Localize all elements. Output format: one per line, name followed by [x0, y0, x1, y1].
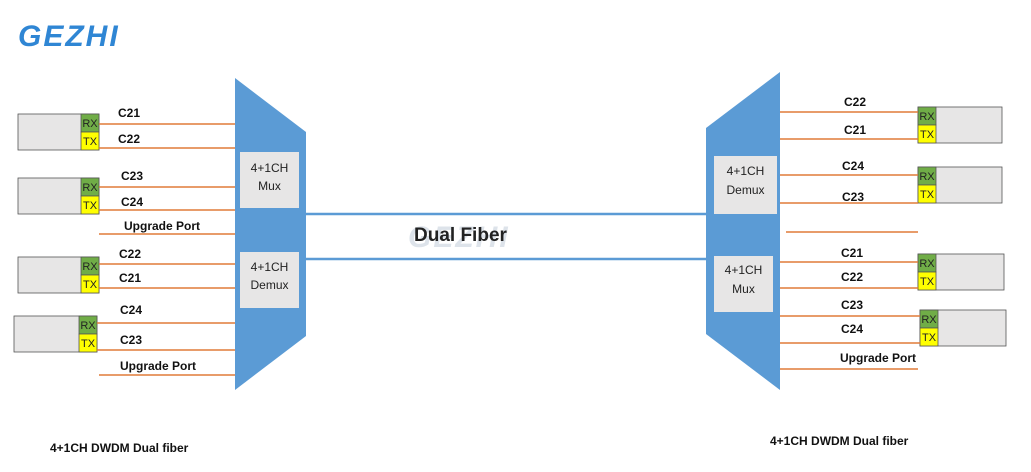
left-mux-box-line1: 4+1CH	[251, 161, 289, 175]
right-channel-1a: C22	[844, 95, 866, 109]
left-channel-3b: C21	[119, 271, 141, 285]
left-module-2-tx-label: TX	[83, 200, 98, 212]
right-mux-box	[714, 256, 773, 312]
right-module-1-rx-label: RX	[919, 111, 935, 123]
left-demux-box-line2: Demux	[250, 278, 288, 292]
right-module-2-rx-label: RX	[919, 171, 935, 183]
left-module-3-rx-label: RX	[82, 261, 98, 273]
right-demux-box	[714, 156, 777, 214]
right-mux-box-line1: 4+1CH	[725, 263, 763, 277]
right-module-1-tx-label: TX	[920, 129, 935, 141]
logo: GEZHI	[18, 20, 120, 53]
left-module-1-tx	[80, 131, 100, 151]
left-mux-box	[240, 152, 299, 208]
right-mux-device	[706, 72, 780, 390]
left-channel-1a: C21	[118, 106, 140, 120]
left-module-2-rx-label: RX	[82, 182, 98, 194]
left-channel-2b: C24	[121, 195, 143, 209]
right-module-2-tx-label: TX	[920, 189, 935, 201]
right-module-2-tx	[917, 184, 937, 204]
left-caption: 4+1CH DWDM Dual fiber	[50, 441, 189, 455]
right-module-4-tx-label: TX	[922, 332, 937, 344]
right-demux-box-line2: Demux	[726, 183, 764, 197]
left-demux-box-line1: 4+1CH	[251, 260, 289, 274]
left-module-4-rx-label: RX	[80, 320, 96, 332]
right-channel-1b: C21	[844, 123, 866, 137]
left-module-3-tx-label: TX	[83, 279, 98, 291]
left-module-2-tx	[80, 195, 100, 215]
right-module-3-tx-label: TX	[920, 276, 935, 288]
left-module-4-tx	[78, 333, 98, 353]
left-demux-box	[240, 252, 299, 308]
left-mux-device	[235, 78, 306, 390]
right-channel-3b: C22	[841, 270, 863, 284]
watermark: GEZHI	[408, 221, 510, 254]
right-module-1-tx	[917, 124, 937, 144]
left-module-1-rx-label: RX	[82, 118, 98, 130]
left-channel-4b: C23	[120, 333, 142, 347]
right-channel-3a: C21	[841, 246, 863, 260]
right-caption: 4+1CH DWDM Dual fiber	[770, 434, 909, 448]
right-channel-2b: C23	[842, 190, 864, 204]
right-channel-2a: C24	[842, 159, 864, 173]
right-upgrade-port: Upgrade Port	[840, 351, 916, 365]
left-module-4-tx-label: TX	[81, 338, 96, 350]
left-module-1-tx-label: TX	[83, 136, 98, 148]
fiber-label: Dual Fiber	[414, 225, 508, 246]
right-channel-4b: C24	[841, 322, 863, 336]
left-channel-3a: C22	[119, 247, 141, 261]
right-channel-4a: C23	[841, 298, 863, 312]
left-upgrade-port-1: Upgrade Port	[124, 219, 200, 233]
right-module-3-tx	[917, 271, 937, 291]
right-module-4-tx	[919, 327, 939, 347]
right-module-4-rx-label: RX	[921, 314, 937, 326]
right-mux-box-line2: Mux	[732, 282, 755, 296]
left-channel-2a: C23	[121, 169, 143, 183]
left-channel-1b: C22	[118, 132, 140, 146]
left-channel-4a: C24	[120, 303, 142, 317]
right-module-3-rx-label: RX	[919, 258, 935, 270]
left-module-3-tx	[80, 274, 100, 294]
left-mux-box-line2: Mux	[258, 179, 281, 193]
right-demux-box-line1: 4+1CH	[727, 164, 765, 178]
left-upgrade-port-2: Upgrade Port	[120, 359, 196, 373]
